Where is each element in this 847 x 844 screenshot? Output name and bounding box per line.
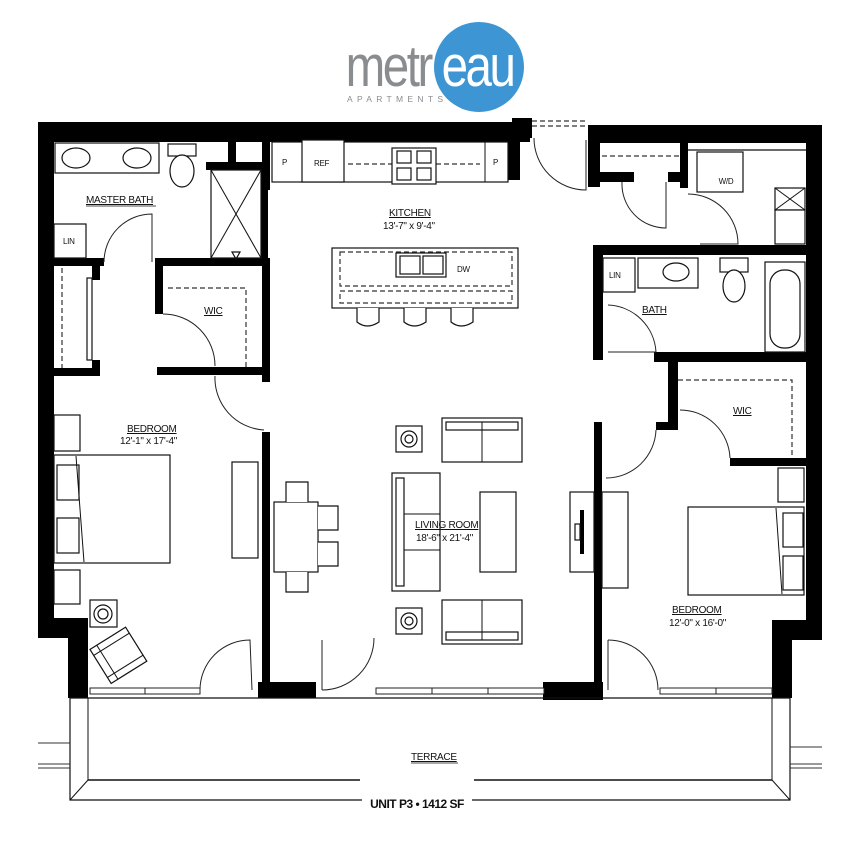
logo-circle [434,22,524,112]
vanity [637,257,699,289]
nightstand [53,414,81,452]
brand-logo: metr eau APARTMENTS [344,18,534,118]
lamp-table [395,607,423,635]
tv-icon [580,510,584,554]
door-icon [214,375,265,431]
master-wic-label: WIC [204,306,223,317]
chair [285,481,309,502]
master-bedroom: BEDROOM 12'-1" x 17'-4" [53,375,265,695]
unit-caption: UNIT P3 • 1412 SF [370,797,464,811]
lamp-icon [400,612,418,630]
door-icon [687,193,739,245]
second-bedroom: BEDROOM 12'-0" x 16'-0" [601,467,805,695]
double-vanity [54,142,160,174]
dresser [601,491,629,589]
refrigerator [301,139,345,183]
pantry-label: P [493,158,498,167]
nightstand [777,467,805,503]
wd-label: W/D [719,177,734,186]
door-icon [607,304,657,353]
master-closet [61,268,93,368]
sofa [391,472,441,592]
living-room: LIVING ROOM 18'-6" x 21'-4" [273,417,595,695]
bath-lin-label: LIN [609,271,621,280]
toilet-icon [722,269,746,303]
terrace: TERRACE [38,697,822,801]
chair [318,541,339,567]
pillow [56,464,80,501]
entry-door [532,120,588,191]
kitchen: P REF P KITCHEN 13'-7" x 9'-4" DW [271,139,519,327]
master-bedroom-label: BEDROOM [127,424,177,435]
laundry: W/D [602,149,806,245]
kitchen-size: 13'-7" x 9'-4" [383,221,435,232]
bar-stool [356,308,380,327]
pantry-label: P [282,158,287,167]
interior-walls [54,118,822,698]
pillow [56,517,80,554]
logo-subtitle: APARTMENTS [347,94,447,104]
master-bath: LIN MASTER BATH [53,142,262,263]
second-wic: WIC [605,379,793,479]
door-icon [679,409,731,459]
pillow [782,555,804,591]
sink-icon [61,147,91,169]
tv-console [569,491,595,573]
door-icon [103,213,153,263]
terrace-label: TERRACE [411,752,457,763]
master-bath-label: MASTER BATH [86,195,153,206]
door-icon [533,137,587,191]
door-icon [321,637,375,691]
door-icon [607,639,659,691]
second-bedroom-label: BEDROOM [672,605,722,616]
dining-table [273,501,319,573]
kitchen-label: KITCHEN [389,208,431,219]
linen-closet [602,257,636,293]
logo-text-gray: metr [346,35,433,100]
master-lin-label: LIN [63,237,75,246]
chair [285,572,309,593]
pillow [782,512,804,548]
washer-dryer [696,151,744,193]
living-room-size: 18'-6" x 21'-4" [416,533,474,544]
dresser [231,461,259,559]
lamp-icon [93,604,113,624]
master-bedroom-size: 12'-1" x 17'-4" [120,436,178,447]
door-icon [621,181,667,229]
logo-text-white: eau [442,35,514,100]
nightstand [53,569,81,605]
lamp-table [395,425,423,453]
door-icon [199,639,253,691]
door-icon [605,429,657,479]
ref-label: REF [314,159,330,168]
lamp-icon [400,430,418,448]
sink-icon [122,147,152,169]
master-wic: WIC [162,287,247,367]
toilet-icon [169,154,195,188]
coffee-table [479,491,517,573]
living-room-label: LIVING ROOM [415,520,478,531]
bar-stool [450,308,474,327]
linen-closet [53,223,87,259]
armchair [89,626,148,685]
second-wic-label: WIC [733,406,752,417]
bar-stool [403,308,427,327]
bath: LIN BATH [602,257,806,353]
second-bedroom-size: 12'-0" x 16'-0" [669,618,727,629]
exterior-walls [38,122,822,700]
bath-label: BATH [642,305,667,316]
sink-icon [662,262,690,282]
door-icon [162,313,216,367]
toilet-tank-icon [167,143,197,157]
island-sink [395,252,447,278]
chair [318,505,339,531]
dw-label: DW [457,265,470,274]
